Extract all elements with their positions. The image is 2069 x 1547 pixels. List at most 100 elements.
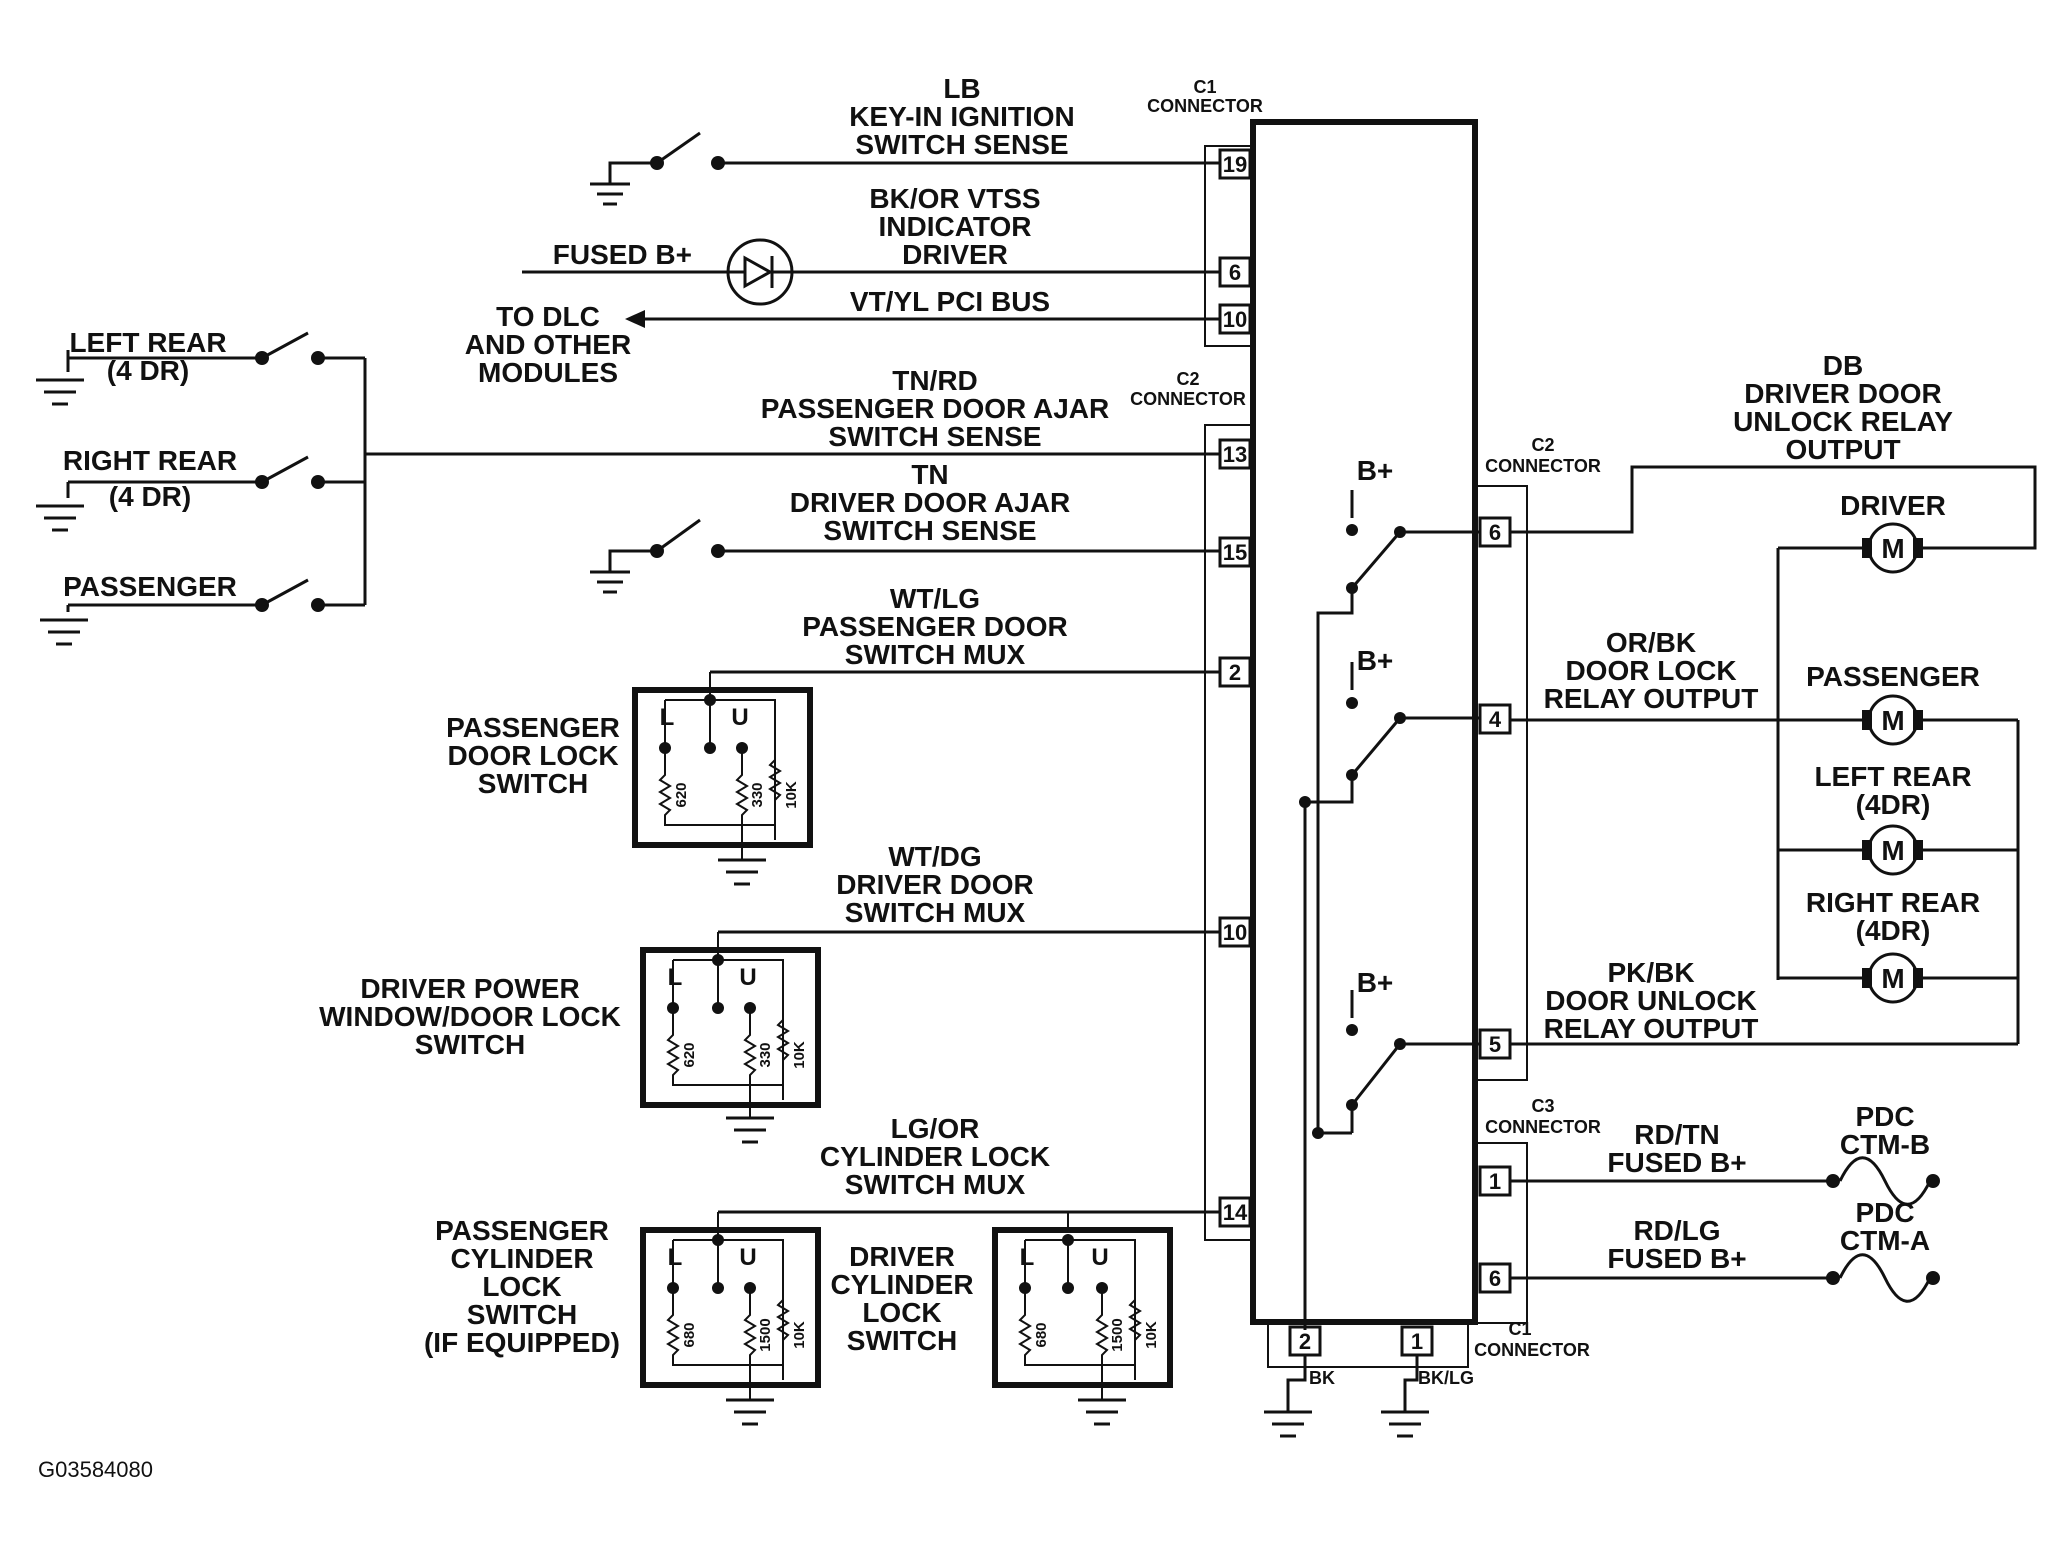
relay-1-bplus: B+ bbox=[1357, 455, 1394, 486]
svg-text:10K: 10K bbox=[791, 1321, 808, 1349]
c1-bottom-label-top: C1 bbox=[1508, 1319, 1531, 1339]
drv-window-switch-label-1: WINDOW/DOOR LOCK bbox=[319, 1001, 621, 1032]
c1-label-top: C1 bbox=[1193, 77, 1216, 97]
internal-relays bbox=[1299, 490, 1480, 1330]
pin-c1-bottom-2: 2 bbox=[1288, 1325, 1322, 1357]
c3-label-bottom: CONNECTOR bbox=[1485, 1117, 1601, 1137]
rear-door-switches bbox=[34, 331, 1220, 646]
svg-text:10K: 10K bbox=[791, 1041, 808, 1069]
pin-c2-10: 10 bbox=[1218, 916, 1252, 948]
motor-right-rear-label-0: RIGHT REAR bbox=[1806, 887, 1980, 918]
motor-right-rear-label-1: (4DR) bbox=[1856, 915, 1931, 946]
c1-connector-housing-bottom bbox=[1267, 1321, 1469, 1368]
rd-tn-label-1: FUSED B+ bbox=[1607, 1147, 1746, 1178]
motor-left-rear-label-1: (4DR) bbox=[1856, 789, 1931, 820]
svg-text:330: 330 bbox=[757, 1042, 774, 1067]
drv-window-switch-label-0: DRIVER POWER bbox=[360, 973, 579, 1004]
lock-relay-label-2: RELAY OUTPUT bbox=[1544, 683, 1759, 714]
pin-c1-bottom-1: 1 bbox=[1400, 1325, 1434, 1357]
key-in-label-2: SWITCH SENSE bbox=[855, 129, 1068, 160]
svg-text:2: 2 bbox=[1229, 660, 1241, 685]
drv-ajar-label-1: DRIVER DOOR AJAR bbox=[790, 487, 1071, 518]
unlock-relay-label-2: RELAY OUTPUT bbox=[1544, 1013, 1759, 1044]
ground-bk-label: BK bbox=[1309, 1368, 1335, 1388]
c2-connector-housing-right bbox=[1474, 485, 1528, 1081]
passenger-switch-label: PASSENGER bbox=[63, 571, 237, 602]
pdc-a-label-0: PDC bbox=[1855, 1197, 1914, 1228]
db-unlock-label-1: DRIVER DOOR bbox=[1744, 378, 1942, 409]
svg-text:6: 6 bbox=[1229, 260, 1241, 285]
cyl-mux-label-0: LG/OR bbox=[891, 1113, 980, 1144]
lock-relay-label-1: DOOR LOCK bbox=[1565, 655, 1736, 686]
pdc-b-label-0: PDC bbox=[1855, 1101, 1914, 1132]
vtss-label-1: INDICATOR bbox=[879, 211, 1032, 242]
pass-lock-switch-label-2: SWITCH bbox=[478, 768, 588, 799]
svg-text:680: 680 bbox=[1033, 1322, 1050, 1347]
pin-c3-1: 1 bbox=[1478, 1165, 1512, 1197]
c1-bottom-label-bottom: CONNECTOR bbox=[1474, 1340, 1590, 1360]
svg-text:330: 330 bbox=[749, 782, 766, 807]
pci-bus-wire bbox=[625, 310, 1220, 328]
pdc-a-label-1: CTM-A bbox=[1840, 1225, 1930, 1256]
pass-mux-label-2: SWITCH MUX bbox=[845, 639, 1026, 670]
c2-right-label-bottom: CONNECTOR bbox=[1485, 456, 1601, 476]
pass-mux-label-1: PASSENGER DOOR bbox=[802, 611, 1068, 642]
svg-text:19: 19 bbox=[1223, 152, 1247, 177]
svg-text:13: 13 bbox=[1223, 442, 1247, 467]
driver-window-lock-switch: L U 620 330 10K bbox=[640, 932, 821, 1144]
relay-2-bplus: B+ bbox=[1357, 645, 1394, 676]
svg-text:M: M bbox=[1881, 963, 1904, 994]
c1-connector-housing bbox=[1204, 145, 1254, 347]
c2-connector-housing-left bbox=[1204, 424, 1254, 1241]
relay-3-bplus: B+ bbox=[1357, 967, 1394, 998]
svg-text:10: 10 bbox=[1223, 307, 1247, 332]
svg-text:1500: 1500 bbox=[757, 1318, 774, 1351]
unlock-relay-label-1: DOOR UNLOCK bbox=[1545, 985, 1757, 1016]
pdc-b-label-1: CTM-B bbox=[1840, 1129, 1930, 1160]
left-rear-switch-label-1: (4 DR) bbox=[107, 355, 189, 386]
c2-right-label-top: C2 bbox=[1531, 435, 1554, 455]
drv-cyl-label-1: CYLINDER bbox=[830, 1269, 973, 1300]
svg-text:M: M bbox=[1881, 835, 1904, 866]
svg-text:10K: 10K bbox=[783, 781, 800, 809]
driver-unlock-circuit bbox=[1510, 465, 2037, 980]
svg-text:U: U bbox=[731, 704, 748, 731]
drv-mux-label-1: DRIVER DOOR bbox=[836, 869, 1034, 900]
right-rear-motor: M bbox=[1862, 952, 1923, 1004]
motor-passenger-label: PASSENGER bbox=[1806, 661, 1980, 692]
drv-cyl-label-0: DRIVER bbox=[849, 1241, 955, 1272]
pass-cyl-label-0: PASSENGER bbox=[435, 1215, 609, 1246]
svg-text:M: M bbox=[1881, 705, 1904, 736]
pin-c1-10: 10 bbox=[1218, 303, 1252, 335]
svg-text:U: U bbox=[739, 964, 756, 991]
pin-c2-right-6: 6 bbox=[1478, 516, 1512, 548]
pass-ajar-label-0: TN/RD bbox=[892, 365, 978, 396]
drv-window-switch-label-2: SWITCH bbox=[415, 1029, 525, 1060]
svg-text:M: M bbox=[1881, 533, 1904, 564]
drv-mux-label-0: WT/DG bbox=[888, 841, 981, 872]
svg-text:14: 14 bbox=[1223, 1200, 1248, 1225]
pci-bus-label: VT/YL PCI BUS bbox=[850, 286, 1050, 317]
passenger-motor: M bbox=[1862, 694, 1923, 746]
svg-text:U: U bbox=[739, 1244, 756, 1271]
svg-text:L: L bbox=[668, 1244, 683, 1271]
fused-b-label: FUSED B+ bbox=[553, 239, 692, 270]
c2-label-bottom: CONNECTOR bbox=[1130, 389, 1246, 409]
vtss-diode bbox=[522, 238, 1220, 306]
rd-lg-label-1: FUSED B+ bbox=[1607, 1243, 1746, 1274]
cyl-mux-label-1: CYLINDER LOCK bbox=[820, 1141, 1050, 1172]
motor-left-rear-label-0: LEFT REAR bbox=[1814, 761, 1971, 792]
dlc-label-2: MODULES bbox=[478, 357, 618, 388]
svg-text:15: 15 bbox=[1223, 540, 1247, 565]
svg-text:1: 1 bbox=[1411, 1329, 1423, 1354]
rd-tn-label-0: RD/TN bbox=[1634, 1119, 1720, 1150]
unlock-relay-label-0: PK/BK bbox=[1607, 957, 1694, 988]
svg-text:6: 6 bbox=[1489, 520, 1501, 545]
door-lock-relay-circuit bbox=[1510, 718, 2020, 1044]
fuse-ctm-a bbox=[1510, 1253, 1940, 1303]
pass-lock-switch-label-1: DOOR LOCK bbox=[447, 740, 618, 771]
svg-text:2: 2 bbox=[1299, 1329, 1311, 1354]
key-in-switch bbox=[588, 131, 1220, 206]
db-unlock-label-3: OUTPUT bbox=[1785, 434, 1900, 465]
